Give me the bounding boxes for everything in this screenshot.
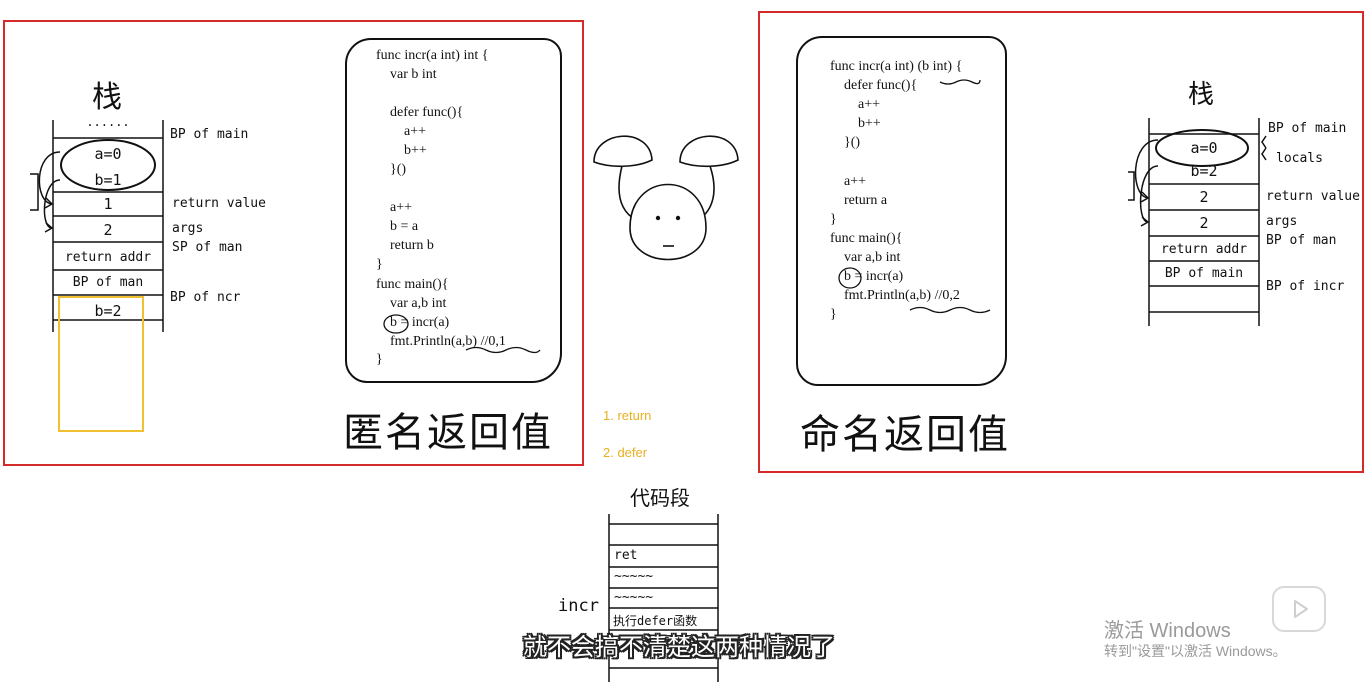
code-line: var a,b int — [376, 296, 447, 311]
activation-watermark-title: 激活 Windows — [1104, 620, 1231, 642]
code-line: a++ — [376, 200, 413, 215]
code-line: } — [376, 257, 383, 272]
code-segment-ret: ret — [614, 548, 638, 563]
code-line: return b — [376, 238, 434, 253]
right-label-bp-man: BP of man — [1266, 233, 1337, 248]
left-stack-cell-b: b=1 — [94, 171, 122, 189]
note-defer: 2. defer — [603, 445, 648, 460]
code-line: b = a — [376, 219, 419, 234]
left-label-return-value: return value — [172, 196, 266, 211]
code-line: } — [830, 212, 837, 227]
right-label-bp-main: BP of main — [1268, 121, 1347, 136]
left-label-bp-main: BP of main — [170, 127, 249, 142]
incr-label: incr — [558, 596, 599, 616]
code-segment-title: 代码段 — [630, 486, 690, 510]
right-stack-cell-args: 2 — [1199, 214, 1209, 232]
left-stack-cell-a: a=0 — [94, 145, 122, 163]
named-return-title: 命名返回值 — [800, 412, 1010, 458]
right-stack-cell-bp: BP of main — [1164, 266, 1244, 281]
right-stack-cell-return-addr: return addr — [1160, 242, 1248, 257]
code-line: fmt.Println(a,b) //0,1 — [376, 334, 506, 349]
code-line: func main(){ — [376, 277, 449, 292]
code-line: }() — [830, 135, 861, 150]
code-line: b = incr(a) — [376, 315, 450, 330]
note-return: 1. return — [603, 408, 652, 423]
video-subtitle: 就不会搞不清楚这两种情况了 — [523, 633, 835, 661]
code-line: fmt.Println(a,b) //0,2 — [830, 288, 960, 303]
left-stack-cell-dots: ...... — [86, 115, 130, 129]
code-segment-defer: 执行defer函数 — [613, 614, 698, 628]
code-line: func incr(a int) (b int) { — [830, 59, 963, 74]
code-line: a++ — [830, 97, 881, 112]
play-button[interactable] — [1272, 586, 1326, 632]
left-stack-diagram — [30, 120, 164, 332]
code-line: a++ — [376, 124, 427, 139]
highlight-box — [58, 296, 144, 432]
activation-watermark-hint: 转到"设置"以激活 Windows。 — [1104, 643, 1287, 659]
code-line: defer func(){ — [830, 78, 918, 93]
code-segment-wave-1: ~~~~~ — [614, 569, 654, 584]
right-stack-title: 栈 — [1188, 80, 1215, 110]
code-line: } — [376, 352, 383, 367]
code-line: b++ — [830, 116, 881, 131]
code-line: b++ — [376, 143, 427, 158]
right-label-locals: locals — [1276, 151, 1323, 166]
code-line: return a — [830, 193, 888, 208]
right-label-args: args — [1266, 214, 1298, 229]
left-code-box — [345, 38, 562, 383]
right-label-bp-incr: BP of incr — [1266, 279, 1345, 294]
right-code-marks — [838, 79, 991, 314]
right-stack-cell-return-value: 2 — [1199, 188, 1209, 206]
left-label-bp-incr: BP of ncr — [170, 290, 241, 305]
right-label-return-value: return value — [1266, 189, 1360, 204]
code-line: b = incr(a) — [830, 269, 904, 284]
code-line: func main(){ — [830, 231, 903, 246]
left-label-sp: SP of man — [172, 240, 243, 255]
left-stack-cell-return-addr: return addr — [64, 250, 152, 265]
left-code-marks — [383, 314, 541, 354]
right-stack-cell-a: a=0 — [1190, 139, 1218, 157]
right-stack-cell-b: b=2 — [1190, 162, 1218, 180]
code-line: var b int — [376, 67, 437, 82]
named-return-panel — [758, 11, 1364, 473]
left-label-args: args — [172, 221, 204, 236]
code-segment-wave-2: ~~~~~ — [614, 590, 654, 605]
code-line: defer func(){ — [376, 105, 464, 120]
code-line: a++ — [830, 174, 867, 189]
play-icon — [1294, 600, 1308, 618]
code-line: }() — [376, 162, 407, 177]
left-stack-cell-b2: b=2 — [94, 302, 122, 320]
mascot-illustration — [593, 135, 739, 261]
left-stack-cell-return-value: 1 — [103, 195, 113, 213]
anonymous-return-title: 匿名返回值 — [343, 410, 553, 456]
left-stack-title: 栈 — [92, 80, 122, 115]
right-code-box — [796, 36, 1007, 386]
left-stack-cell-bp: BP of man — [72, 275, 144, 290]
code-line: } — [830, 307, 837, 322]
left-stack-cell-args: 2 — [103, 221, 113, 239]
code-line: var a,b int — [830, 250, 901, 265]
code-line: func incr(a int) int { — [376, 48, 489, 63]
code-segment-diagram — [608, 514, 719, 682]
anonymous-return-panel — [3, 20, 584, 466]
right-stack-diagram — [1128, 118, 1267, 326]
